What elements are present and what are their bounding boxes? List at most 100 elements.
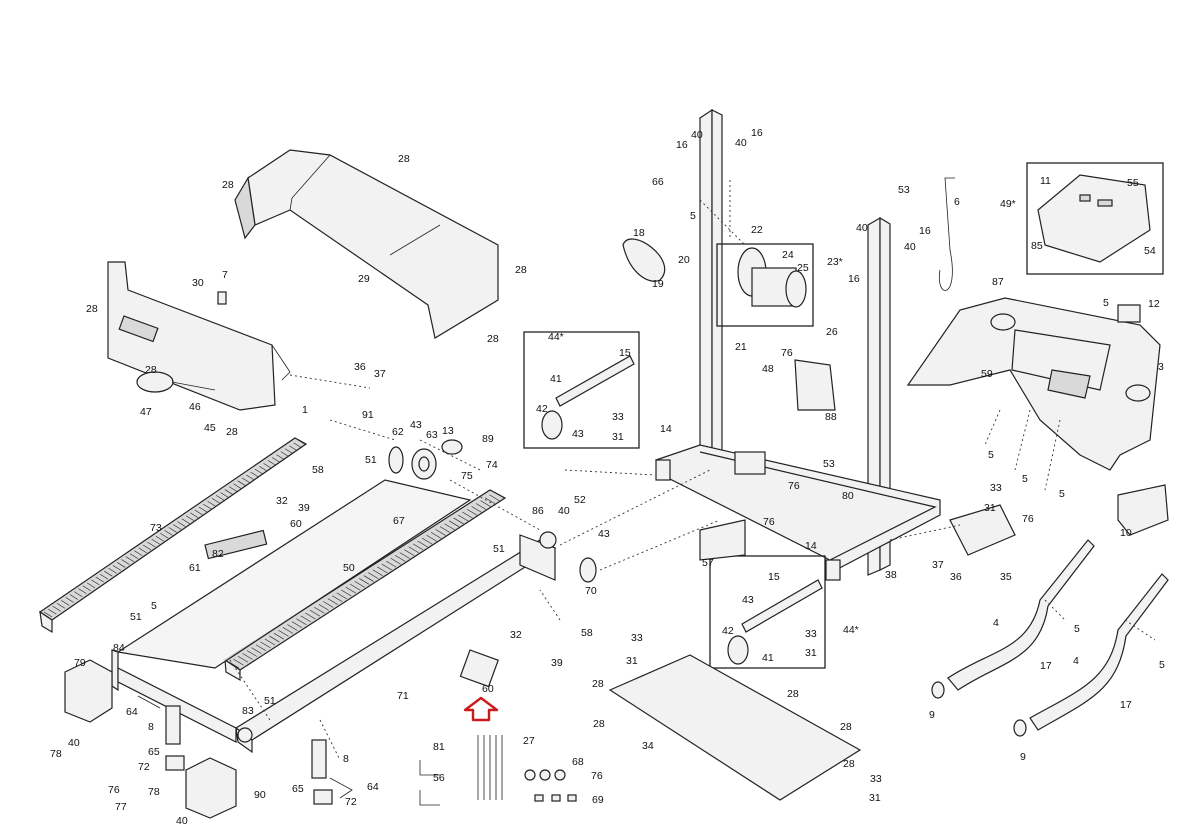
part-label: 76 — [788, 480, 800, 492]
part-label: 41 — [762, 652, 774, 664]
part-label: 42 — [722, 625, 734, 637]
part-label: 45 — [204, 422, 216, 434]
part-label: 34 — [642, 740, 654, 752]
console-overlay-box — [1026, 162, 1164, 275]
part-label: 33 — [870, 773, 882, 785]
part-label: 39 — [551, 657, 563, 669]
part-label: 60 — [482, 683, 494, 695]
part-label: 31 — [612, 431, 624, 443]
part-label: 7 — [222, 269, 228, 281]
part-label: 39 — [298, 502, 310, 514]
part-label: 43 — [742, 594, 754, 606]
part-label: 67 — [393, 515, 405, 527]
part-label: 42 — [536, 403, 548, 415]
part-label: 37 — [374, 368, 386, 380]
part-label: 35 — [1000, 571, 1012, 583]
base-frame — [655, 359, 941, 581]
part-label: 51 — [264, 695, 276, 707]
part-label: 75 — [461, 470, 473, 482]
part-label: 52 — [574, 494, 586, 506]
part-label: 5 — [1059, 488, 1065, 500]
motor-hood — [234, 149, 499, 339]
part-label: 28 — [398, 153, 410, 165]
part-label: 5 — [690, 210, 696, 222]
part-label: 54 — [1144, 245, 1156, 257]
part-label: 38 — [885, 569, 897, 581]
part-label: 63 — [426, 429, 438, 441]
part-label: 36 — [950, 571, 962, 583]
part-label: 6 — [954, 196, 960, 208]
part-label: 56 — [433, 772, 445, 784]
part-label: 16 — [751, 127, 763, 139]
part-label: 36 — [354, 361, 366, 373]
part-label: 62 — [392, 426, 404, 438]
console — [906, 177, 1169, 536]
part-label: 40 — [691, 129, 703, 141]
part-label: 40 — [176, 815, 188, 827]
part-label: 14 — [660, 423, 672, 435]
rear-feet — [64, 659, 353, 819]
part-label: 5 — [1159, 659, 1165, 671]
part-label: 73 — [150, 522, 162, 534]
part-label: 16 — [919, 225, 931, 237]
part-label: 13 — [442, 425, 454, 437]
up-arrow-icon — [463, 696, 499, 722]
part-label: 31 — [984, 502, 996, 514]
part-label: 8 — [343, 753, 349, 765]
part-label: 44* — [548, 331, 564, 343]
part-label: 20 — [678, 254, 690, 266]
part-label: 72 — [345, 796, 357, 808]
part-label: 30 — [192, 277, 204, 289]
part-label: 14 — [805, 540, 817, 552]
part-label: 28 — [787, 688, 799, 700]
part-label: 32 — [510, 629, 522, 641]
part-label: 82 — [212, 548, 224, 560]
part-label: 85 — [1031, 240, 1043, 252]
part-label: 88 — [825, 411, 837, 423]
part-label: 40 — [904, 241, 916, 253]
part-label: 58 — [581, 627, 593, 639]
part-label: 59 — [981, 368, 993, 380]
front-roller — [388, 439, 597, 583]
motor-assembly — [622, 238, 814, 327]
part-label: 11 — [1040, 175, 1051, 187]
part-label: 76 — [108, 784, 120, 796]
part-label: 5 — [1074, 623, 1080, 635]
part-label: 28 — [222, 179, 234, 191]
part-label: 5 — [151, 600, 157, 612]
part-label: 65 — [148, 746, 160, 758]
part-label: 51 — [493, 543, 505, 555]
part-label: 22 — [751, 224, 763, 236]
left-side-rail — [38, 437, 308, 634]
part-label: 53 — [898, 184, 910, 196]
part-label: 31 — [805, 647, 817, 659]
right-side-rail — [223, 489, 507, 682]
part-label: 78 — [148, 786, 160, 798]
part-label: 58 — [312, 464, 324, 476]
part-label: 40 — [558, 505, 570, 517]
part-label: 69 — [592, 794, 604, 806]
part-label: 18 — [633, 227, 645, 239]
part-label: 77 — [115, 801, 127, 813]
part-label: 15 — [768, 571, 780, 583]
part-label: 28 — [515, 264, 527, 276]
part-label: 71 — [397, 690, 409, 702]
part-label: 74 — [486, 459, 498, 471]
part-label: 68 — [572, 756, 584, 768]
part-label: 25 — [797, 262, 809, 274]
part-label: 27 — [523, 735, 535, 747]
part-label: 29 — [358, 273, 370, 285]
part-label: 65 — [292, 783, 304, 795]
part-label: 70 — [585, 585, 597, 597]
part-label: 83 — [242, 705, 254, 717]
part-label: 28 — [86, 303, 98, 315]
part-label: 31 — [869, 792, 881, 804]
part-label: 28 — [840, 721, 852, 733]
roller-assembly-box-upper — [523, 331, 640, 449]
part-label: 33 — [631, 632, 643, 644]
part-label: 24 — [782, 249, 794, 261]
part-label: 40 — [735, 137, 747, 149]
part-label: 4 — [993, 617, 999, 629]
part-label: 64 — [126, 706, 138, 718]
